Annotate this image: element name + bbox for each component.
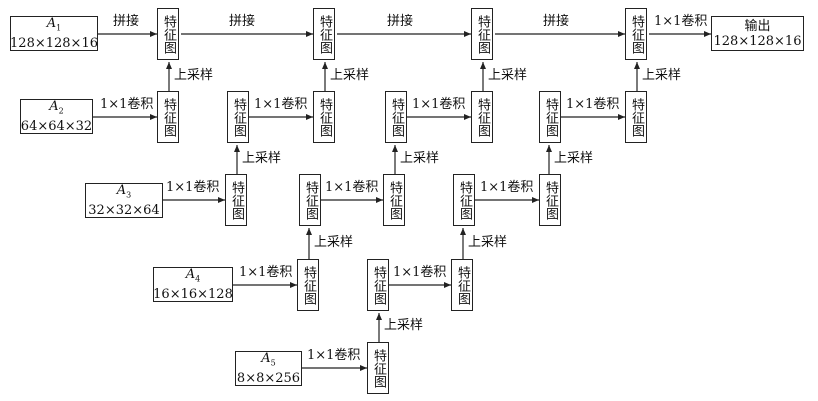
conv-label: 1×1卷积 bbox=[166, 180, 220, 195]
feature-map: 特征图 bbox=[453, 174, 475, 226]
upsample-label: 上采样 bbox=[468, 235, 508, 250]
concat-label: 拼接 bbox=[113, 14, 140, 29]
input-a3-name: A3 bbox=[116, 183, 132, 200]
feature-map: 特征图 bbox=[225, 174, 247, 226]
input-a5-dims: 8×8×256 bbox=[236, 370, 301, 386]
feature-map: 特征图 bbox=[313, 8, 335, 60]
feature-map: 特征图 bbox=[385, 91, 407, 143]
upsample-label: 上采样 bbox=[400, 151, 440, 166]
feature-map: 特征图 bbox=[539, 91, 561, 143]
feature-map: 特征图 bbox=[539, 174, 561, 226]
conv-label: 1×1卷积 bbox=[307, 348, 361, 363]
feature-map: 特征图 bbox=[451, 259, 473, 311]
upsample-label: 上采样 bbox=[554, 151, 594, 166]
feature-map: 特征图 bbox=[471, 91, 493, 143]
input-a1-dims: 128×128×16 bbox=[10, 35, 98, 51]
conv-label: 1×1卷积 bbox=[480, 180, 534, 195]
input-a4-name: A4 bbox=[185, 267, 201, 284]
input-a4-dims: 16×16×128 bbox=[153, 286, 233, 302]
upsample-label: 上采样 bbox=[330, 68, 370, 83]
upsample-label: 上采样 bbox=[642, 68, 682, 83]
output-label: 输出 bbox=[744, 18, 771, 34]
input-a2-name: A2 bbox=[49, 99, 64, 116]
feature-map: 特征图 bbox=[313, 91, 335, 143]
conv-label: 1×1卷积 bbox=[254, 97, 308, 112]
upsample-label: 上采样 bbox=[314, 235, 354, 250]
upsample-label: 上采样 bbox=[384, 318, 424, 333]
output-dims: 128×128×16 bbox=[713, 33, 802, 49]
conv-label: 1×1卷积 bbox=[239, 265, 293, 280]
input-a5-name: A5 bbox=[261, 351, 276, 368]
concat-label: 拼接 bbox=[229, 14, 256, 29]
input-a2: A2 64×64×32 bbox=[20, 99, 93, 134]
conv-label: 1×1卷积 bbox=[654, 14, 708, 29]
feature-map: 特征图 bbox=[625, 91, 647, 143]
feature-map: 特征图 bbox=[227, 91, 249, 143]
input-a4: A4 16×16×128 bbox=[153, 267, 233, 302]
feature-map: 特征图 bbox=[297, 259, 319, 311]
input-a1: A1 128×128×16 bbox=[10, 16, 98, 51]
conv-label: 1×1卷积 bbox=[393, 265, 447, 280]
conv-label: 1×1卷积 bbox=[412, 97, 466, 112]
conv-label: 1×1卷积 bbox=[566, 97, 620, 112]
upsample-label: 上采样 bbox=[242, 151, 282, 166]
input-a5: A5 8×8×256 bbox=[235, 351, 302, 386]
conv-label: 1×1卷积 bbox=[100, 97, 154, 112]
concat-label: 拼接 bbox=[543, 14, 570, 29]
input-a3: A3 32×32×64 bbox=[85, 183, 163, 218]
output-box: 输出 128×128×16 bbox=[711, 16, 804, 51]
feature-map: 特征图 bbox=[299, 174, 321, 226]
concat-label: 拼接 bbox=[387, 14, 414, 29]
feature-map: 特征图 bbox=[471, 8, 493, 60]
conv-label: 1×1卷积 bbox=[325, 180, 379, 195]
feature-map: 特征图 bbox=[157, 8, 179, 60]
feature-map: 特征图 bbox=[367, 342, 389, 394]
feature-map: 特征图 bbox=[383, 174, 405, 226]
feature-map: 特征图 bbox=[157, 91, 179, 143]
feature-map: 特征图 bbox=[367, 259, 389, 311]
input-a2-dims: 64×64×32 bbox=[20, 118, 93, 134]
feature-map: 特征图 bbox=[625, 8, 647, 60]
input-a3-dims: 32×32×64 bbox=[88, 202, 160, 218]
upsample-label: 上采样 bbox=[174, 68, 214, 83]
upsample-label: 上采样 bbox=[488, 68, 528, 83]
input-a1-name: A1 bbox=[46, 16, 62, 33]
